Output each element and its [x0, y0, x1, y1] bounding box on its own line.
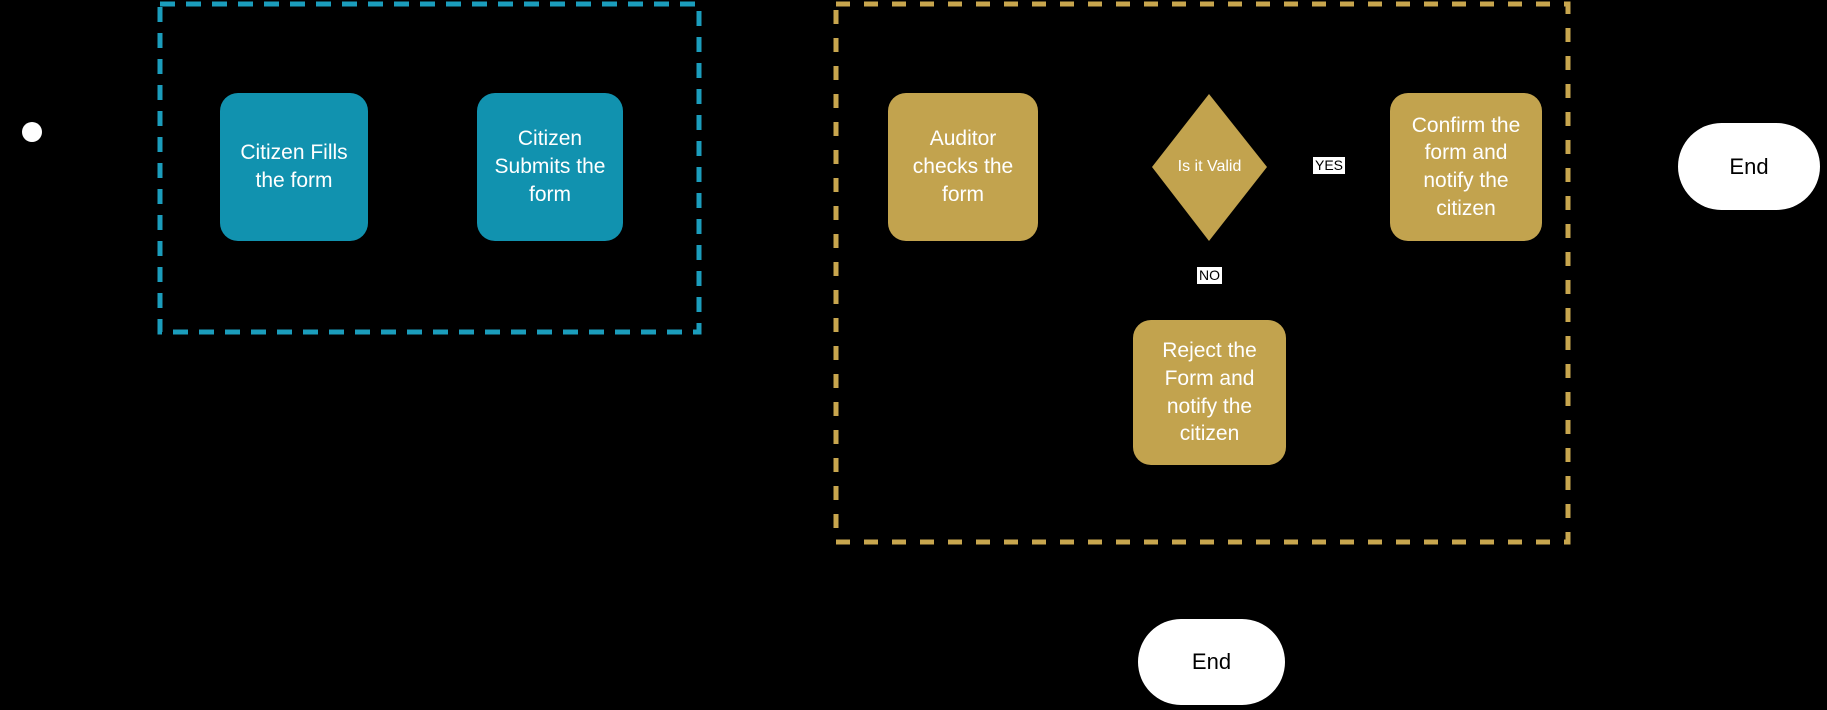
start-event-circle[interactable]: [22, 122, 42, 142]
end-node-reject[interactable]: End: [1138, 619, 1285, 705]
end-node-main-label: End: [1729, 153, 1769, 179]
task-confirm-and-notify[interactable]: Confirm the form and notify the citizen: [1390, 93, 1542, 241]
citizen-lane-boundary[interactable]: [157, 1, 702, 335]
auditor-lane-boundary[interactable]: [833, 1, 1571, 545]
task-citizen-fills-form-label: Citizen Fills the form: [240, 141, 348, 192]
end-node-reject-label: End: [1191, 649, 1232, 674]
edge-label-yes: YES: [1313, 157, 1346, 174]
task-auditor-checks-form[interactable]: Auditor checks the form: [888, 93, 1038, 241]
decision-is-it-valid-label: Is it Valid: [1177, 158, 1242, 175]
task-reject-and-notify[interactable]: Reject the Form and notify the citizen: [1133, 320, 1286, 465]
task-citizen-submits-form[interactable]: Citizen Submits the form: [477, 93, 623, 241]
task-citizen-submits-form-label: Citizen Submits the form: [494, 127, 606, 206]
decision-diamond[interactable]: [1152, 94, 1267, 241]
task-citizen-fills-form[interactable]: Citizen Fills the form: [220, 93, 368, 241]
task-auditor-checks-form-label: Auditor checks the form: [912, 127, 1014, 206]
end-node-main[interactable]: End: [1678, 123, 1820, 210]
task-reject-and-notify-label: Reject the Form and notify the citizen: [1162, 339, 1257, 446]
edge-label-no: NO: [1197, 267, 1222, 284]
task-confirm-and-notify-label: Confirm the form and notify the citizen: [1411, 113, 1521, 220]
